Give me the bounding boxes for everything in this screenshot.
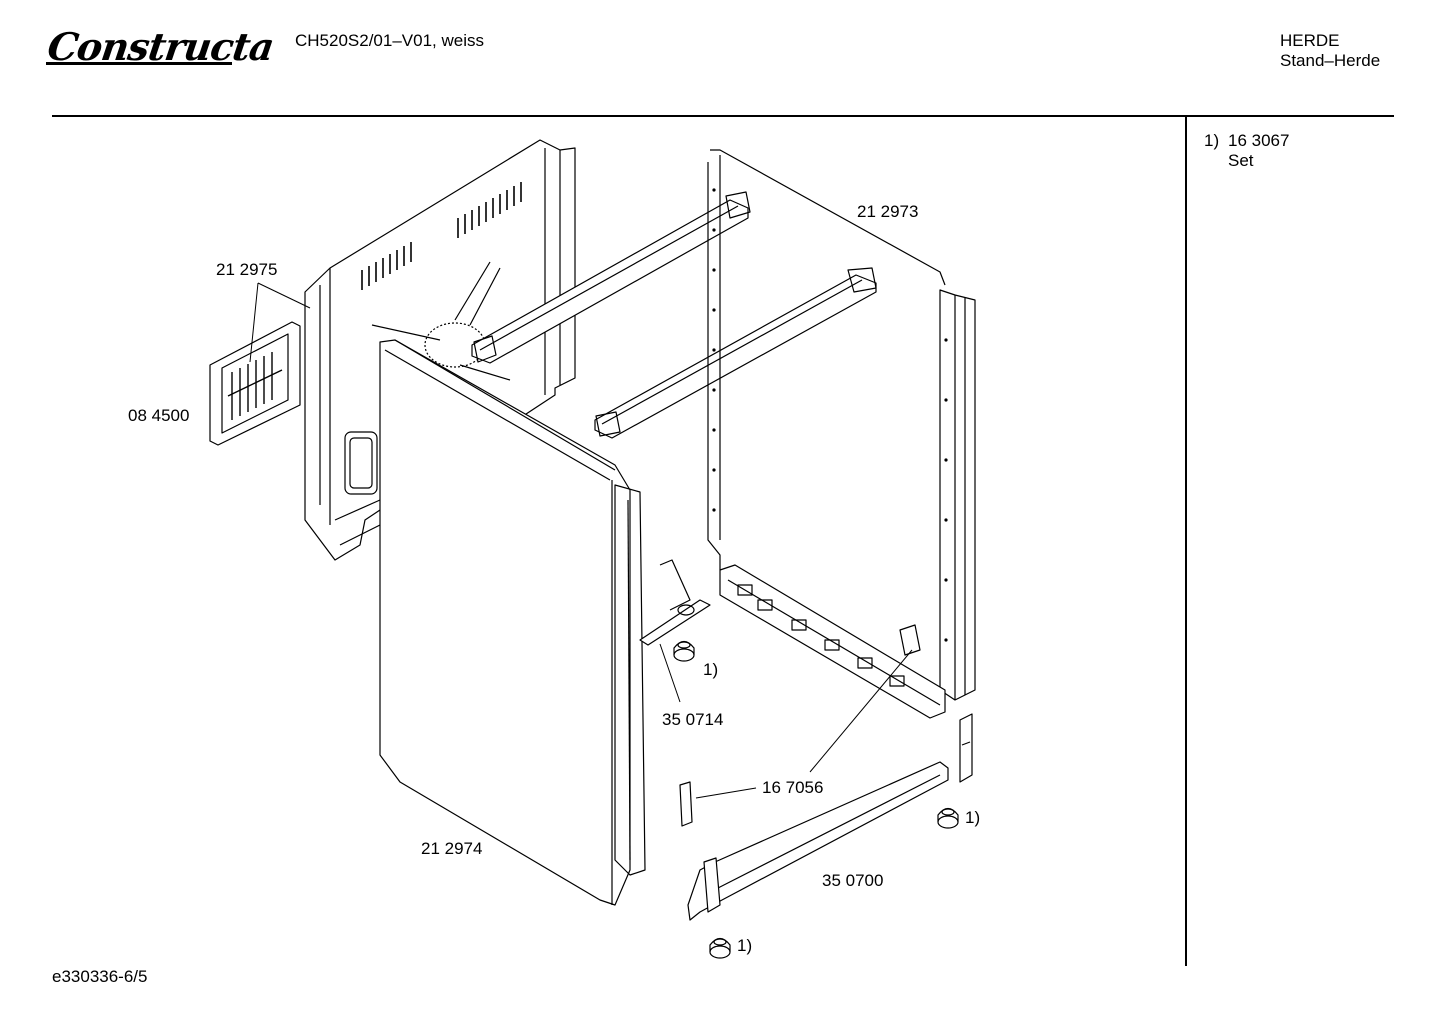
note-key: 1) [1204, 131, 1220, 150]
part-label-167056: 16 7056 [762, 778, 824, 797]
foot-center [673, 640, 695, 662]
base-rail [687, 713, 973, 921]
model-number: CH520S2/01–V01, weiss [295, 31, 485, 50]
part-label-212974: 21 2974 [421, 839, 483, 858]
subcategory-label: Stand–Herde [1280, 51, 1381, 70]
ref-label-foot-center: 1) [703, 660, 719, 679]
foot-bottom [709, 937, 731, 959]
back-panel [304, 139, 576, 561]
part-label-084500: 08 4500 [128, 406, 190, 425]
ref-label-foot-bottom: 1) [737, 936, 753, 955]
part-label-212975: 21 2975 [216, 260, 278, 279]
part-label-350714: 35 0714 [662, 710, 724, 729]
logo-underline [46, 62, 232, 65]
side-frame-right [707, 149, 976, 719]
bracket-350714 [639, 559, 711, 646]
clip-167056 [679, 781, 693, 827]
ref-label-foot-right: 1) [965, 808, 981, 827]
part-label-212973: 21 2973 [857, 202, 919, 221]
side-panel-left [379, 339, 646, 906]
drawing-code: e330336-6/5 [52, 967, 148, 986]
foot-right [937, 807, 959, 829]
note-part-number: 16 3067 [1228, 131, 1290, 150]
top-rail-rear [594, 267, 877, 439]
rear-grille [209, 321, 301, 446]
category-label: HERDE [1280, 31, 1340, 50]
part-label-350700: 35 0700 [822, 871, 884, 890]
note-description: Set [1228, 151, 1254, 170]
leader-lines [249, 282, 913, 799]
top-rail-front [471, 191, 751, 364]
